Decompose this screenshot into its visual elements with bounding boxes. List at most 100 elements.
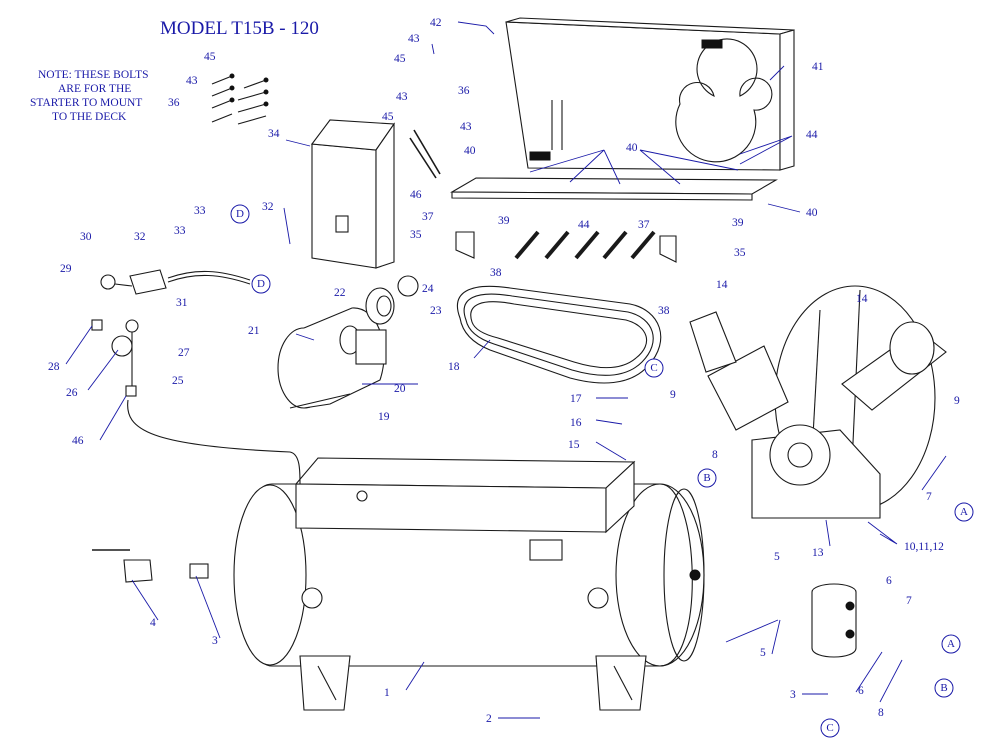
callout-27: 27: [178, 347, 190, 359]
callout-32: 32: [262, 201, 274, 213]
callout-numbers: 42 43 45 45 43 36 43 36 45 43 40 46 34 4…: [48, 17, 960, 725]
callout-45: 45: [382, 111, 394, 123]
callout-46: 46: [72, 435, 84, 447]
callout-10-11-12: 10,11,12: [904, 541, 944, 553]
callout-22: 22: [334, 287, 346, 299]
connector-c-top: C: [650, 362, 657, 374]
callout-16: 16: [570, 417, 582, 429]
callout-30: 30: [80, 231, 92, 243]
callout-3: 3: [790, 689, 796, 701]
callout-9: 9: [954, 395, 960, 407]
callout-38: 38: [658, 305, 670, 317]
connector-bubbles: D D C B A A B C: [230, 204, 974, 738]
callout-42: 42: [430, 17, 442, 29]
callout-6: 6: [858, 685, 864, 697]
callout-45: 45: [204, 51, 216, 63]
diagram-title: MODEL T15B - 120: [160, 18, 319, 39]
note-line-1: NOTE: THESE BOLTS: [38, 69, 149, 81]
pressure-switch-assembly: [91, 269, 301, 485]
callout-14: 14: [856, 293, 868, 305]
callout-32: 32: [134, 231, 146, 243]
guard-brackets: [409, 129, 677, 263]
callout-4: 4: [150, 617, 156, 629]
callout-40: 40: [626, 142, 638, 154]
callout-5: 5: [760, 647, 766, 659]
callout-8: 8: [712, 449, 718, 461]
callout-2: 2: [486, 713, 492, 725]
callout-8: 8: [878, 707, 884, 719]
callout-45: 45: [394, 53, 406, 65]
callout-25: 25: [172, 375, 184, 387]
callout-34: 34: [268, 128, 280, 140]
callout-44: 44: [578, 219, 590, 231]
callout-38: 38: [490, 267, 502, 279]
callout-1: 1: [384, 687, 390, 699]
tank-feet: [299, 655, 647, 711]
connector-c-bot: C: [826, 722, 833, 734]
compressor-deck: [294, 457, 636, 534]
callout-18: 18: [448, 361, 460, 373]
callout-39: 39: [732, 217, 744, 229]
callout-5: 5: [774, 551, 780, 563]
ball-valve: [92, 549, 209, 583]
note-line-4: TO THE DECK: [52, 111, 127, 123]
starter-box: [310, 119, 396, 269]
callout-43: 43: [460, 121, 472, 133]
callout-44: 44: [806, 129, 818, 141]
callout-46: 46: [410, 189, 422, 201]
starter-mount-bolts: [211, 73, 269, 125]
callout-28: 28: [48, 361, 60, 373]
callout-40: 40: [806, 207, 818, 219]
callout-37: 37: [638, 219, 650, 231]
note-line-3: STARTER TO MOUNT: [30, 97, 142, 109]
connector-d-mid: D: [257, 278, 265, 290]
callout-40: 40: [464, 145, 476, 157]
belt-guard-back: [505, 17, 795, 171]
callout-7: 7: [906, 595, 912, 607]
callout-14: 14: [716, 279, 728, 291]
belt-segments: [514, 230, 656, 260]
callout-33: 33: [174, 225, 186, 237]
callout-9: 9: [670, 389, 676, 401]
callout-6: 6: [886, 575, 892, 587]
aftercooler: [811, 583, 857, 658]
connector-a-mid: A: [960, 506, 968, 518]
callout-36: 36: [168, 97, 180, 109]
leader-lines: [65, 21, 947, 719]
callout-31: 31: [176, 297, 188, 309]
callout-39: 39: [498, 215, 510, 227]
callout-35: 35: [734, 247, 746, 259]
callout-15: 15: [568, 439, 580, 451]
note-line-2: ARE FOR THE: [58, 83, 131, 95]
callout-41: 41: [812, 61, 824, 73]
callout-33: 33: [194, 205, 206, 217]
connector-b-mid: B: [703, 472, 710, 484]
compressor-pump: [689, 285, 947, 519]
callout-35: 35: [410, 229, 422, 241]
callout-43: 43: [186, 75, 198, 87]
callout-19: 19: [378, 411, 390, 423]
callout-23: 23: [430, 305, 442, 317]
belt-guard-front: [449, 177, 779, 201]
callout-3: 3: [212, 635, 218, 647]
motor-pulley: [365, 275, 419, 325]
callout-7: 7: [926, 491, 932, 503]
callout-36: 36: [458, 85, 470, 97]
callout-26: 26: [66, 387, 78, 399]
electric-motor: [277, 307, 387, 409]
callout-13: 13: [812, 547, 824, 559]
mounting-note: NOTE: THESE BOLTS ARE FOR THE STARTER TO…: [30, 69, 149, 123]
callout-24: 24: [422, 283, 434, 295]
callout-21: 21: [248, 325, 260, 337]
callout-17: 17: [570, 393, 582, 405]
connector-b-bot: B: [940, 682, 947, 694]
callout-37: 37: [422, 211, 434, 223]
callout-43: 43: [408, 33, 420, 45]
callout-29: 29: [60, 263, 72, 275]
connector-a-bot: A: [947, 638, 955, 650]
callout-43: 43: [396, 91, 408, 103]
v-belts: [456, 285, 662, 384]
callout-20: 20: [394, 383, 406, 395]
